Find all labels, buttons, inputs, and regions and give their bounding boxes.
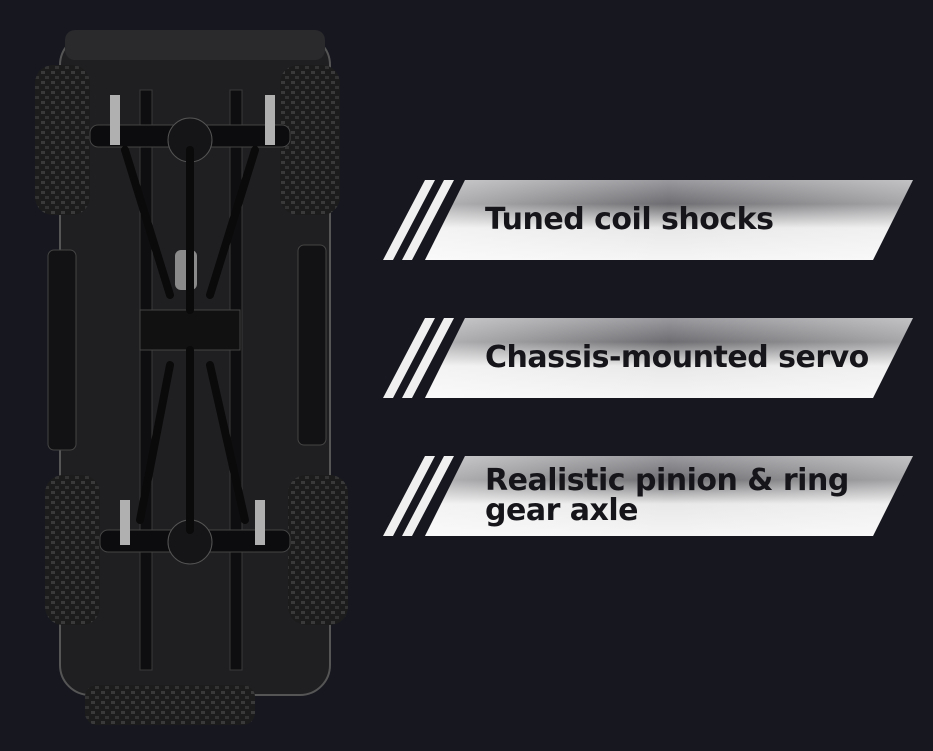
feature-banner: Tuned coil shocks — [380, 178, 915, 262]
rear-shock-right — [255, 500, 265, 545]
side-step-right — [297, 244, 327, 446]
banner-shape — [383, 180, 913, 260]
tire-front-left — [35, 65, 90, 215]
feature-label: Tuned coil shocks — [485, 202, 774, 237]
front-shock-left — [110, 95, 120, 145]
tire-rear-right — [288, 475, 348, 625]
banner-shape — [383, 318, 913, 398]
feature-banner: Realistic pinion & ring gear axle — [380, 454, 915, 538]
rc-crawler-chassis-image — [35, 30, 348, 725]
feature-banner: Chassis-mounted servo — [380, 316, 915, 400]
skid-plate — [139, 309, 241, 351]
tire-rear-left — [45, 475, 100, 625]
front-shock-right — [265, 95, 275, 145]
side-step-left — [47, 249, 77, 451]
front-bumper — [65, 30, 325, 60]
feature-label: Chassis-mounted servo — [485, 340, 869, 375]
feature-label: Realistic pinion & ring gear axle — [485, 463, 849, 528]
banner-shape — [383, 456, 913, 536]
frame-rail-left — [139, 89, 153, 671]
frame-rail-right — [229, 89, 243, 671]
rear-bumper — [85, 685, 255, 725]
rear-shock-left — [120, 500, 130, 545]
suspension-links — [121, 146, 259, 534]
tire-front-right — [280, 65, 340, 215]
